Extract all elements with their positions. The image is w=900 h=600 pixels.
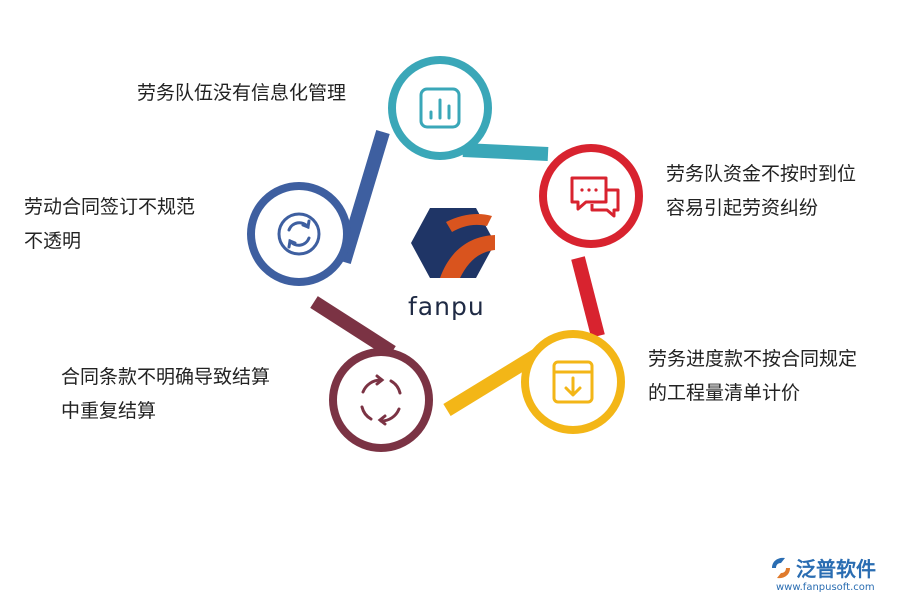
node-label-yellow: 劳务进度款不按合同规定 的工程量清单计价 — [648, 342, 857, 410]
node-label-yellow-line2: 的工程量清单计价 — [648, 382, 801, 404]
node-ring-blue — [247, 182, 351, 286]
chat-bubbles-icon — [570, 176, 620, 218]
watermark-url: www.fanpusoft.com — [776, 582, 875, 593]
bar-chart-icon — [419, 87, 461, 129]
node-label-maroon-line1: 合同条款不明确导致结算 — [61, 366, 271, 388]
node-ring-red — [539, 144, 643, 248]
node-label-red: 劳务队资金不按时到位 容易引起劳资纠纷 — [666, 157, 856, 225]
node-label-teal-line1: 劳务队伍没有信息化管理 — [137, 82, 347, 104]
watermark-logo-icon — [772, 557, 790, 579]
cycle-arrows-icon — [360, 374, 402, 426]
node-label-yellow-line1: 劳务进度款不按合同规定 — [648, 348, 858, 370]
node-label-red-line1: 劳务队资金不按时到位 — [666, 163, 857, 185]
fanpu-logo-icon — [411, 208, 495, 278]
node-label-blue-line2: 不透明 — [24, 230, 82, 252]
node-label-red-line2: 容易引起劳资纠纷 — [666, 197, 819, 219]
node-label-maroon-line2: 中重复结算 — [61, 400, 157, 422]
node-label-teal: 劳务队伍没有信息化管理 — [137, 76, 346, 110]
download-box-icon — [552, 360, 594, 404]
node-label-blue-line1: 劳动合同签订不规范 — [24, 196, 196, 218]
node-label-maroon: 合同条款不明确导致结算 中重复结算 — [61, 360, 270, 428]
connector-red — [571, 256, 605, 338]
watermark-name: 泛普软件 — [796, 557, 876, 581]
refresh-icon — [277, 212, 321, 256]
connector-maroon — [310, 296, 396, 358]
node-ring-maroon — [329, 348, 433, 452]
node-label-blue: 劳动合同签订不规范 不透明 — [24, 190, 195, 258]
brand-name: fanpu — [408, 292, 485, 321]
connector-teal — [462, 143, 549, 161]
